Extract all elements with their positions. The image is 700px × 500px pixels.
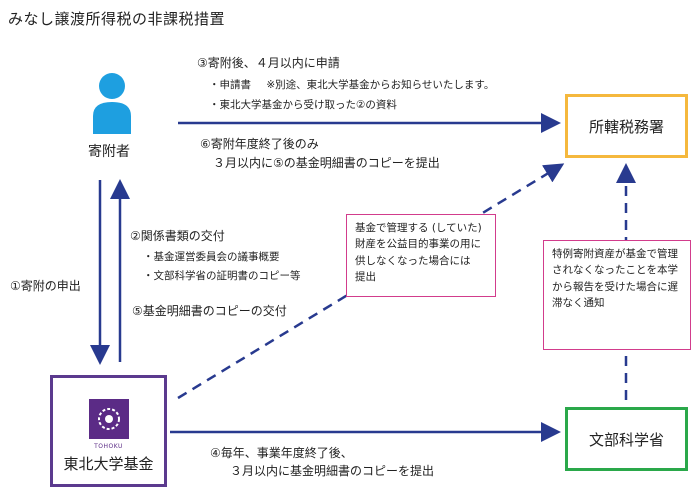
- logo-emblem-icon: [97, 408, 120, 430]
- university-logo: TOHOKU: [88, 399, 129, 450]
- tax-office-label: 所轄税務署: [588, 117, 664, 136]
- application-item-docs: ・東北大学基金から受け取った②の資料: [209, 99, 397, 111]
- after-year-line2: ３月以内に⑤の基金明細書のコピーを提出: [213, 156, 440, 170]
- donor-label: 寄附者: [88, 144, 130, 160]
- annual-report-line1: ④毎年、事業年度終了後、: [210, 446, 353, 460]
- application-item-form-label: ・申請書: [209, 79, 251, 91]
- page-title: みなし譲渡所得税の非課税措置: [8, 10, 226, 28]
- application-item-form-note: ※別途、東北大学基金からお知らせいたします。: [266, 79, 495, 91]
- donation-offer-label: ①寄附の申出: [10, 279, 81, 293]
- documents-item-minutes: ・基金運営委員会の議事概要: [143, 251, 280, 263]
- documents-heading: ②関係書類の交付: [130, 229, 225, 243]
- annual-report-line2: ３月以内に基金明細書のコピーを提出: [230, 464, 435, 478]
- application-heading: ③寄附後、４月以内に申請: [197, 56, 340, 70]
- mext-note-box: 特例寄附資産が基金で管理 されなくなったことを本学 から報告を受けた場合に遅 滞…: [543, 240, 691, 350]
- documents-item-certificate: ・文部科学省の証明書のコピー等: [143, 270, 301, 282]
- tax-office-box: 所轄税務署: [565, 94, 688, 158]
- after-year-line1: ⑥寄附年度終了後のみ: [200, 137, 319, 151]
- person-icon: [93, 73, 131, 134]
- mext-label: 文部科学省: [588, 430, 664, 449]
- fund-note-box: 基金で管理する (していた) 財産を公益目的事業の用に 供しなくなった場合には …: [346, 214, 496, 297]
- application-item-form: ・申請書 ※別途、東北大学基金からお知らせいたします。: [209, 79, 494, 93]
- logo-text-top: TOHOKU: [94, 443, 123, 450]
- statement-copy-label: ⑤基金明細書のコピーの交付: [132, 304, 287, 318]
- fund-label: 東北大学基金: [63, 455, 154, 473]
- mext-box: 文部科学省: [565, 407, 688, 471]
- fund-box: TOHOKU 東北大学基金: [50, 375, 167, 487]
